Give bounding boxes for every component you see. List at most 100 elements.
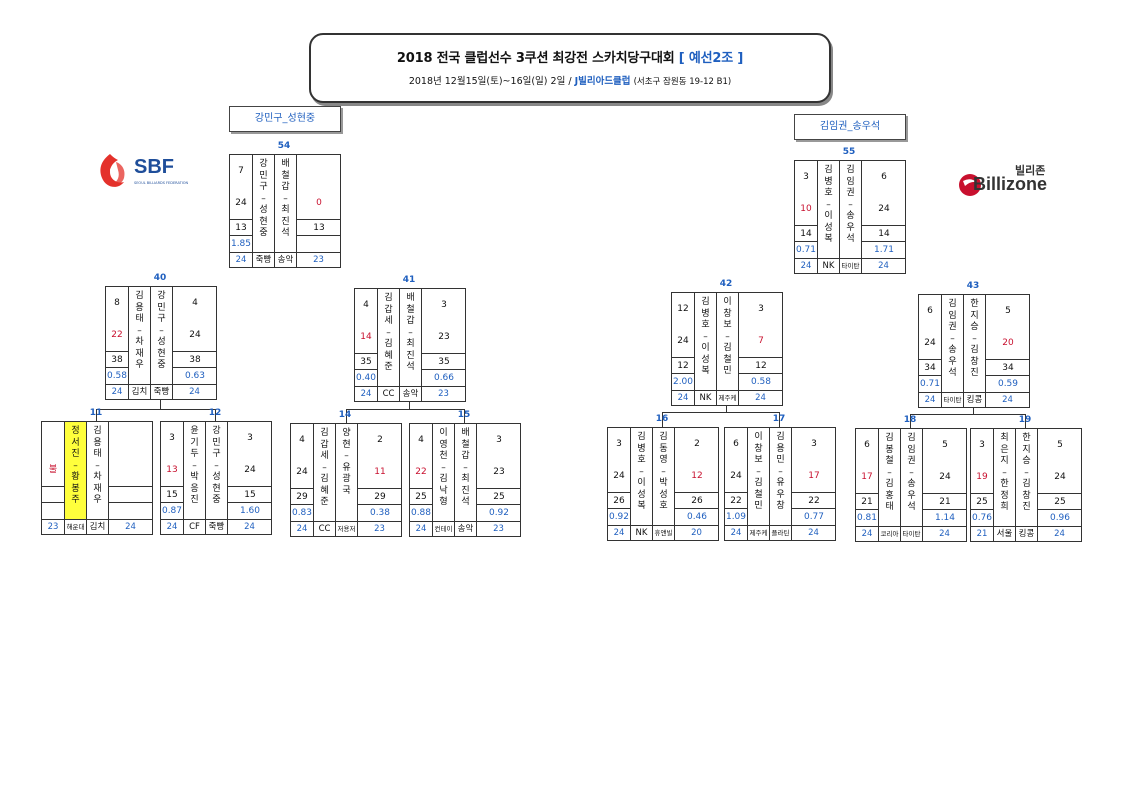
player-b-target: 24 bbox=[172, 385, 216, 400]
bracket-connector bbox=[910, 414, 1026, 415]
player-a-innings: 25 bbox=[971, 493, 993, 509]
player-a-score: 24 bbox=[677, 336, 689, 346]
venue-address: (서초구 잠원동 19-12 B1) bbox=[633, 77, 732, 87]
player-b-handicap bbox=[297, 155, 341, 187]
player-a-score: 24 bbox=[730, 471, 742, 481]
player-b-average: 0.92 bbox=[477, 504, 521, 521]
player-b-target: 24 bbox=[922, 527, 966, 542]
player-a-target: 23 bbox=[47, 522, 59, 532]
player-b-handicap: 5 bbox=[942, 440, 948, 450]
match-number: 42 bbox=[719, 279, 733, 289]
player-a-score: 24 bbox=[924, 338, 936, 348]
player-a-average: 0.71 bbox=[795, 241, 817, 258]
player-a-club: 타이탄 bbox=[941, 393, 963, 408]
player-a-club: 김치 bbox=[128, 385, 150, 400]
player-b-target: 24 bbox=[791, 526, 835, 541]
player-b-innings: 38 bbox=[173, 351, 217, 367]
player-a-score: 22 bbox=[111, 330, 123, 340]
match-number: 12 bbox=[208, 408, 222, 418]
player-b-average: 0.46 bbox=[675, 508, 719, 525]
sbf-logo-sub: SEOUL BILLIARDS FEDERATION bbox=[134, 181, 189, 185]
player-b-average: 1.60 bbox=[228, 502, 272, 519]
bracket-connector bbox=[973, 406, 974, 414]
player-b-innings bbox=[109, 486, 153, 502]
player-b-club: 송악 bbox=[399, 387, 421, 402]
player-a-innings: 21 bbox=[856, 493, 878, 509]
player-b-club: 휴앤빌 bbox=[652, 526, 674, 541]
player-a-club: NK bbox=[630, 526, 652, 541]
player-a-target: 24 bbox=[166, 522, 178, 532]
event-date: 2018년 12월15일(토)~16일(일) 2일 / bbox=[408, 76, 572, 87]
bracket-connector bbox=[160, 398, 161, 409]
player-b-score: 11 bbox=[374, 467, 386, 477]
player-b-target: 24 bbox=[861, 259, 905, 274]
player-b-club: 타이탄 bbox=[900, 527, 922, 542]
match-number: 17 bbox=[772, 414, 786, 424]
player-a-average: 1.09 bbox=[725, 508, 747, 525]
sbf-emblem-icon bbox=[100, 154, 125, 187]
player-a-target: 24 bbox=[111, 387, 123, 397]
player-a-club: 해운대 bbox=[64, 520, 86, 535]
player-a-target: 24 bbox=[924, 395, 936, 405]
player-a-innings: 26 bbox=[608, 492, 630, 508]
player-b-innings: 34 bbox=[986, 359, 1030, 375]
bracket-connector bbox=[96, 409, 216, 410]
player-a-handicap: 6 bbox=[927, 306, 933, 316]
player-a-target: 24 bbox=[861, 529, 873, 539]
player-b-score: 7 bbox=[758, 336, 764, 346]
player-b-target: 24 bbox=[227, 520, 271, 535]
player-b-target: 20 bbox=[674, 526, 718, 541]
player-a-average: 0.81 bbox=[856, 509, 878, 526]
match-number: 40 bbox=[153, 273, 167, 283]
player-a-club: NK bbox=[817, 259, 839, 274]
venue-name: J빌리아드클럽 bbox=[574, 76, 631, 87]
player-b-club: 김치 bbox=[86, 520, 108, 535]
player-a-score: 불 bbox=[48, 465, 58, 475]
player-a-innings: 35 bbox=[355, 353, 377, 369]
player-b-score: 24 bbox=[244, 465, 256, 475]
player-a-innings: 22 bbox=[725, 492, 747, 508]
bracket-connector bbox=[662, 412, 780, 413]
player-a-club: 제주케 bbox=[747, 526, 769, 541]
player-a-average: 0.83 bbox=[291, 504, 313, 521]
player-b-average: 1.71 bbox=[862, 241, 906, 258]
player-a-handicap: 8 bbox=[114, 298, 120, 308]
player-a-handicap: 12 bbox=[677, 304, 689, 314]
player-b-score: 23 bbox=[438, 332, 450, 342]
player-a-innings bbox=[42, 486, 64, 502]
player-b-target: 23 bbox=[357, 522, 401, 537]
player-b-average: 0.77 bbox=[792, 508, 836, 525]
player-b-handicap: 3 bbox=[496, 435, 502, 445]
player-b-target: 24 bbox=[1037, 527, 1081, 542]
player-b-club: 저용저 bbox=[335, 522, 357, 537]
player-b-score: 20 bbox=[1002, 338, 1014, 348]
player-a-score: 17 bbox=[861, 472, 873, 482]
sbf-logo: SBF SEOUL BILLIARDS FEDERATION bbox=[96, 150, 196, 194]
bracket-connector bbox=[346, 409, 347, 423]
player-b-handicap: 3 bbox=[811, 439, 817, 449]
player-b-club: 킹콩 bbox=[1015, 527, 1037, 542]
player-b-target: 23 bbox=[296, 253, 340, 268]
